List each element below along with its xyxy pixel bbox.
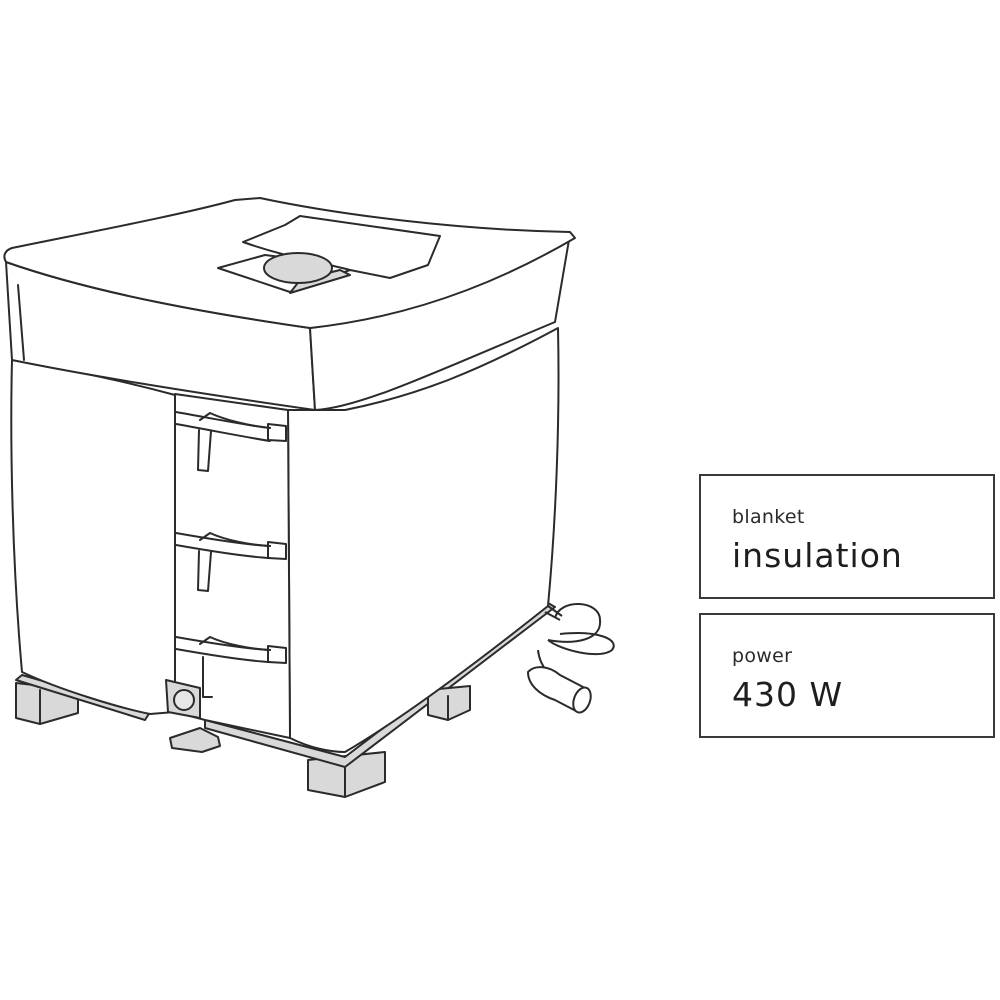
blanket-front-flap bbox=[174, 393, 291, 739]
power-cord-and-plug bbox=[526, 603, 615, 714]
pallet-block-right bbox=[427, 685, 471, 721]
pallet-block-front bbox=[307, 751, 386, 798]
strap-1 bbox=[175, 411, 287, 472]
spec-value-power: 430 W bbox=[732, 675, 844, 714]
fill-cap bbox=[263, 252, 333, 284]
blanket-lower-left-face bbox=[10, 359, 176, 715]
spec-label-blanket: blanket bbox=[732, 506, 805, 528]
spec-card-blanket: blanket insulation bbox=[699, 474, 995, 599]
valve-foot bbox=[169, 727, 221, 753]
spec-label-power: power bbox=[732, 645, 793, 667]
spec-card-power: power 430 W bbox=[699, 613, 995, 738]
outlet-valve bbox=[165, 679, 201, 719]
strap-3 bbox=[175, 636, 287, 698]
strap-2 bbox=[175, 532, 287, 592]
blanket-lower-right-face bbox=[287, 327, 560, 753]
spec-value-blanket: insulation bbox=[732, 536, 903, 575]
